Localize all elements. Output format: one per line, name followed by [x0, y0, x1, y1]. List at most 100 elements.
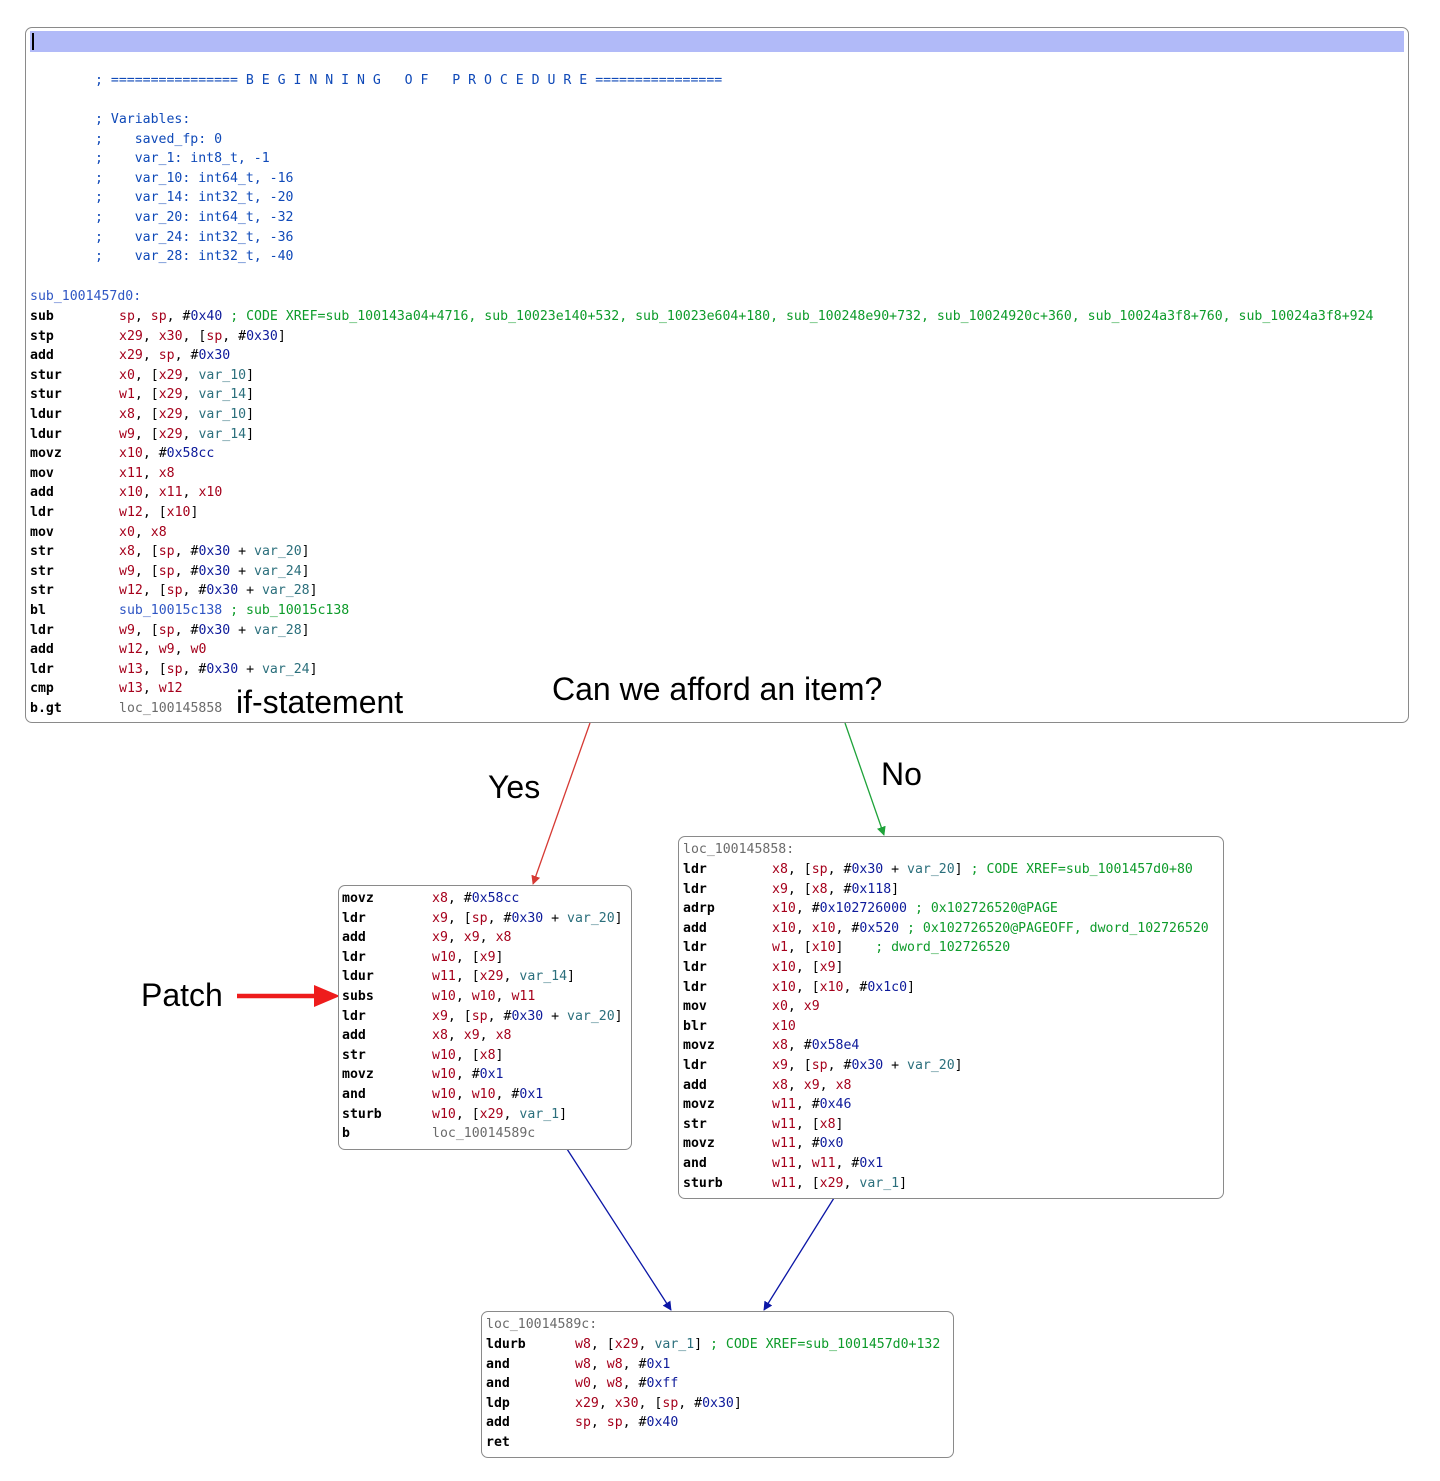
operand-token: x29 [614, 1337, 639, 1352]
operands: x8, [sp, #0x30 + var_20] ; CODE XREF=sub… [772, 860, 1193, 880]
mnemonic: add [30, 642, 54, 658]
operand-token: ] [835, 1116, 844, 1132]
operand-token: sp [811, 862, 828, 877]
mnemonic: add [342, 1028, 366, 1044]
main-code-block[interactable]: ; ================ B E G I N N I N G O F… [25, 27, 1409, 723]
operand-token: w8 [606, 1356, 623, 1372]
operand-token[interactable]: loc_10014589c [432, 1126, 536, 1142]
mnemonic: bl [30, 603, 46, 618]
operand-token: x29 [575, 1395, 599, 1411]
operand-token: var_14 [519, 969, 568, 985]
operand-token: x0 [119, 524, 135, 540]
operand-token: , [ [590, 1337, 615, 1352]
operand-token: , # [827, 862, 852, 877]
operand-token: 0x0 [819, 1136, 844, 1152]
operand-token: ] [907, 979, 915, 995]
operand-token: ] [891, 881, 900, 897]
comment: ; CODE XREF=sub_1001457d0+132 [702, 1337, 941, 1352]
mnemonic: ldr [342, 1008, 366, 1024]
operand-token: w1 [772, 940, 788, 956]
operands: w9, [sp, #0x30 + var_28] [119, 621, 310, 641]
code-line[interactable]: ret [482, 1433, 953, 1453]
mnemonic: ldurb [486, 1337, 526, 1352]
operand-token: w11 [772, 1175, 796, 1191]
operand-token: x8 [119, 544, 135, 560]
operand-token: , # [827, 881, 852, 897]
operand-token: w11 [811, 1156, 836, 1171]
mnemonic: ldur [342, 969, 374, 985]
operand-token: w12 [158, 681, 183, 697]
operand-token[interactable]: loc_100145858 [119, 701, 223, 716]
operand-token: 0x30 [851, 862, 884, 877]
operand-token: 0xff [646, 1376, 679, 1392]
operand-token: 0x30 [511, 910, 544, 926]
mnemonic: movz [30, 446, 62, 462]
operand-token: x10 [772, 901, 796, 917]
operand-token: w10 [471, 989, 496, 1004]
operand-token: , # [174, 348, 199, 364]
operand-token: , [ [795, 1116, 820, 1132]
operand-token[interactable]: sub_10015c138 [119, 603, 223, 618]
operand-token: 0x1 [859, 1156, 884, 1171]
